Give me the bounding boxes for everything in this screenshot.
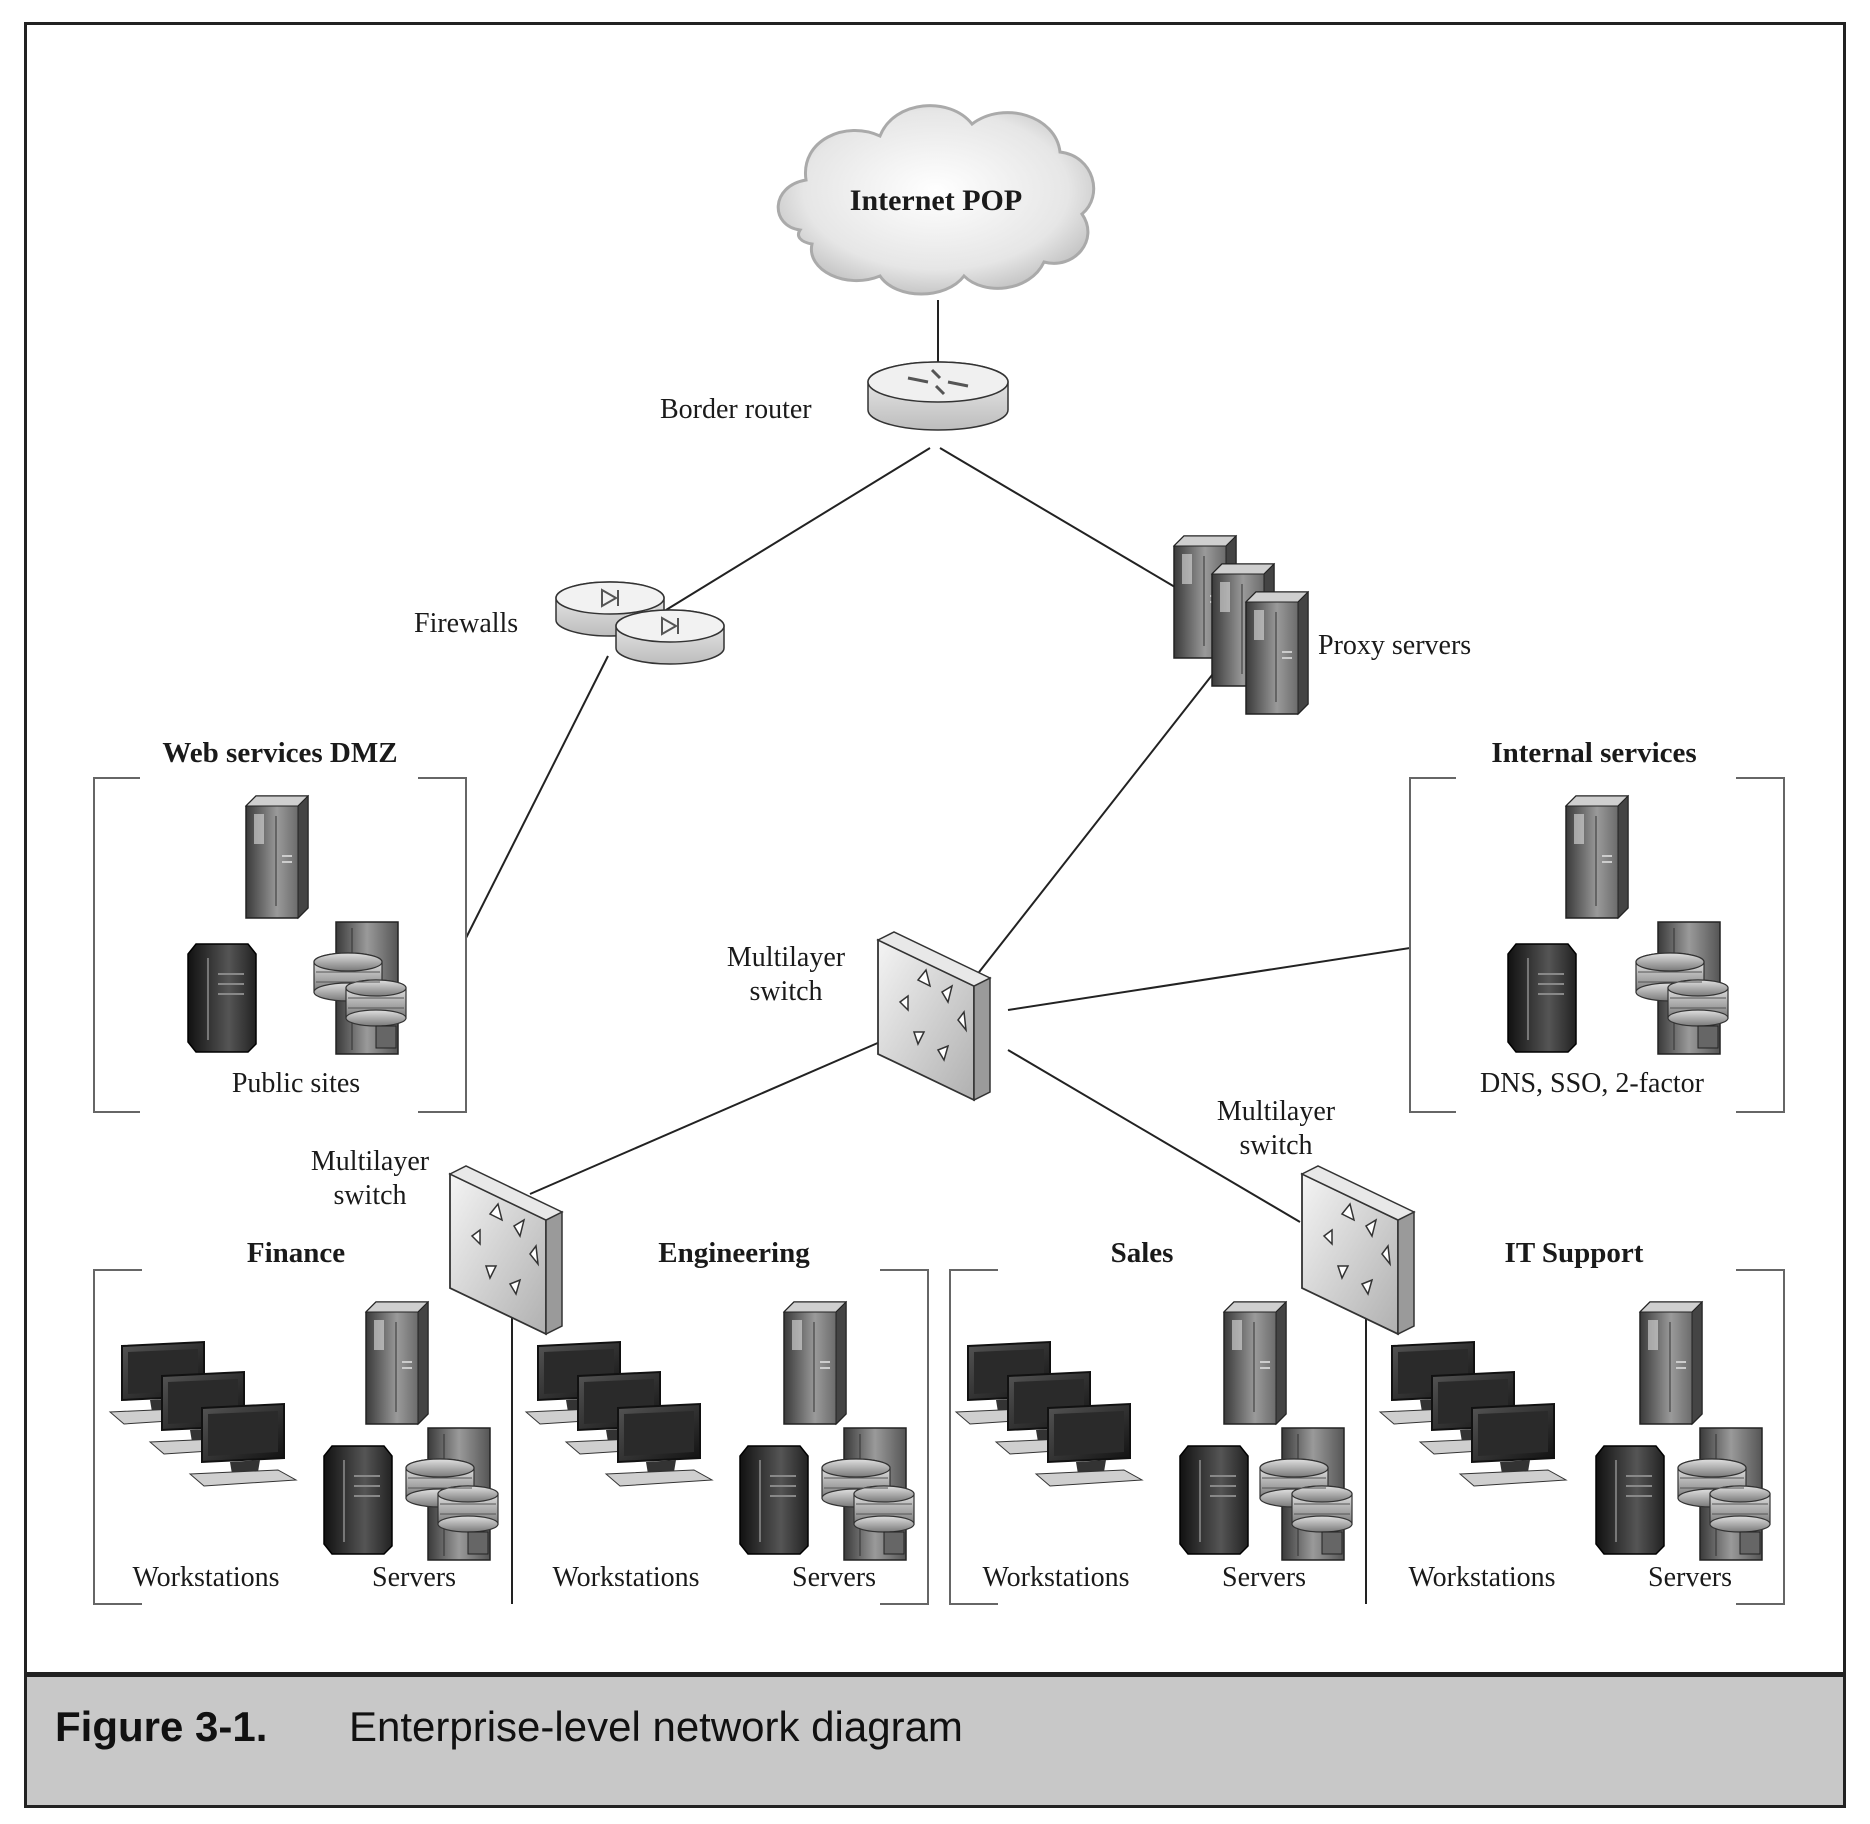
it-support-desktop-server <box>1595 1445 1665 1555</box>
left-switch-label-line2: switch <box>333 1180 406 1211</box>
link-core-left-switch <box>529 1041 881 1195</box>
dmz-title: Web services DMZ <box>162 737 397 769</box>
finance-desktop-server <box>323 1445 393 1555</box>
sales-storage-server <box>1259 1427 1353 1561</box>
internal-caption: DNS, SSO, 2-factor <box>1480 1068 1705 1099</box>
firewalls-label: Firewalls <box>414 608 518 639</box>
it-support-tower-server <box>1639 1301 1703 1425</box>
figure-caption-bar: Figure 3-1. Enterprise-level network dia… <box>24 1672 1846 1808</box>
engineering-group: Engineering Workstations Servers <box>526 1237 929 1605</box>
sales-workstations <box>956 1342 1142 1486</box>
dmz-bracket <box>93 777 467 1113</box>
sales-servers-label: Servers <box>1222 1562 1306 1593</box>
left-multilayer-switch: Multilayer switch <box>311 1146 563 1335</box>
finance-group: Finance Workstations Servers <box>93 1237 499 1605</box>
proxy-servers-label: Proxy servers <box>1318 630 1471 661</box>
engineering-storage-server <box>821 1427 915 1561</box>
internet-pop-label: Internet POP <box>850 184 1022 217</box>
dmz-tower-server <box>245 795 309 919</box>
internal-storage-server <box>1635 921 1729 1055</box>
internal-tower-server <box>1565 795 1629 919</box>
internal-services-group: Internal services DNS, SSO, 2-factor <box>1409 737 1785 1113</box>
figure-caption: Enterprise-level network diagram <box>349 1703 963 1750</box>
dmz-caption: Public sites <box>232 1068 360 1099</box>
internal-title: Internal services <box>1491 737 1696 769</box>
it-support-servers-label: Servers <box>1648 1562 1732 1593</box>
it-support-workstations <box>1380 1342 1566 1486</box>
connection-lines <box>465 300 1411 1604</box>
engineering-desktop-server <box>739 1445 809 1555</box>
finance-title: Finance <box>247 1237 345 1269</box>
dmz-desktop-server <box>187 943 257 1053</box>
sales-title: Sales <box>1111 1237 1174 1269</box>
sales-workstations-label: Workstations <box>982 1562 1129 1593</box>
dmz-storage-server <box>313 921 407 1055</box>
it-support-group: IT Support Workstations Servers <box>1380 1237 1785 1605</box>
internal-bracket <box>1409 777 1785 1113</box>
internal-desktop-server <box>1507 943 1577 1053</box>
finance-workstations-label: Workstations <box>132 1562 279 1593</box>
it-support-storage-server <box>1677 1427 1771 1561</box>
engineering-workstations <box>526 1342 712 1486</box>
link-router-firewalls <box>665 447 931 611</box>
engineering-workstations-label: Workstations <box>552 1562 699 1593</box>
right-switch-label-line1: Multilayer <box>1217 1096 1336 1127</box>
finance-storage-server <box>405 1427 499 1561</box>
firewalls: Firewalls <box>414 581 725 665</box>
left-switch-label-line1: Multilayer <box>311 1146 430 1177</box>
it-support-workstations-label: Workstations <box>1408 1562 1555 1593</box>
engineering-servers-label: Servers <box>792 1562 876 1593</box>
link-core-internal <box>1007 947 1411 1011</box>
finance-servers-label: Servers <box>372 1562 456 1593</box>
internet-cloud: Internet POP <box>776 104 1096 296</box>
link-firewalls-dmz <box>465 655 609 939</box>
link-proxy-core <box>975 669 1217 977</box>
core-switch-label-line2: switch <box>749 976 822 1007</box>
right-multilayer-switch: Multilayer switch <box>1217 1096 1415 1335</box>
core-switch-label-line1: Multilayer <box>727 942 846 973</box>
engineering-title: Engineering <box>658 1237 810 1269</box>
right-switch-label-line2: switch <box>1239 1130 1312 1161</box>
link-core-right-switch <box>1007 1049 1301 1223</box>
finance-tower-server <box>365 1301 429 1425</box>
it-support-title: IT Support <box>1505 1237 1644 1269</box>
finance-workstations <box>110 1342 296 1486</box>
link-router-proxy <box>939 447 1181 591</box>
border-router-label: Border router <box>660 394 812 425</box>
sales-group: Sales Workstations Servers <box>949 1237 1353 1605</box>
border-router: Border router <box>660 360 1010 432</box>
figure-number: Figure 3-1. <box>55 1703 268 1750</box>
core-multilayer-switch: Multilayer switch <box>727 931 991 1101</box>
sales-tower-server <box>1223 1301 1287 1425</box>
engineering-tower-server <box>783 1301 847 1425</box>
web-services-dmz-group: Web services DMZ Public sites <box>93 737 467 1113</box>
sales-desktop-server <box>1179 1445 1249 1555</box>
proxy-servers: Proxy servers <box>1173 535 1471 715</box>
